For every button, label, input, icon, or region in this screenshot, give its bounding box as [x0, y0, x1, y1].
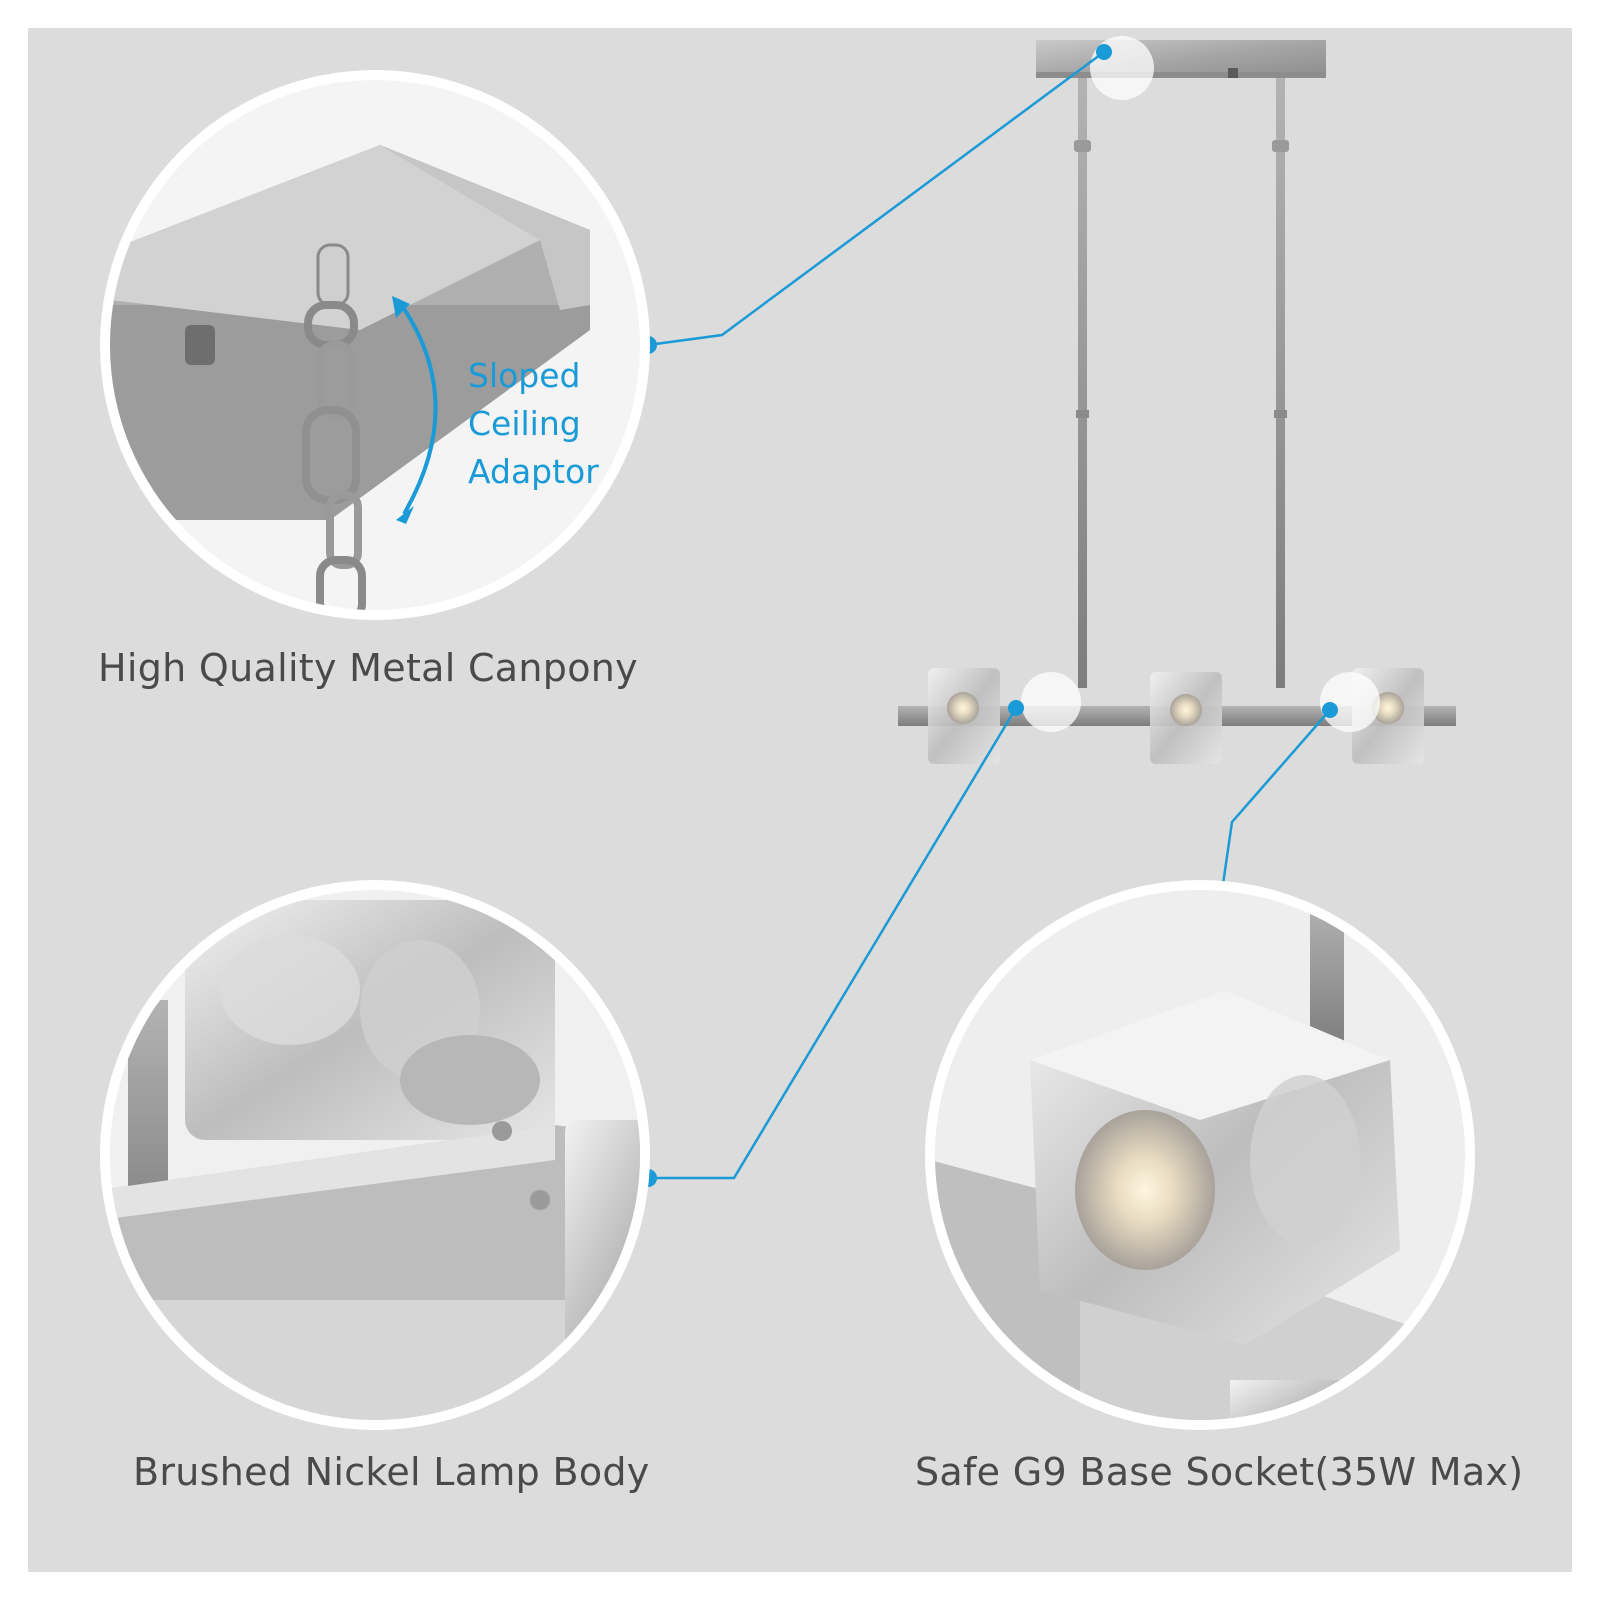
lamp-body-caption: Brushed Nickel Lamp Body — [133, 1450, 650, 1494]
crystal-shade-1 — [928, 668, 1000, 764]
socket-caption: Safe G9 Base Socket(35W Max) — [915, 1450, 1524, 1494]
adaptor-label-line-3: Adaptor — [468, 452, 599, 491]
callout-lines — [647, 50, 1331, 1180]
canopy-plate — [1036, 40, 1326, 78]
suspension-rod-right — [1276, 78, 1285, 688]
chandelier — [898, 36, 1456, 764]
sloped-ceiling-adaptor-label: Sloped Ceiling Adaptor — [468, 352, 599, 496]
adaptor-label-line-2: Ceiling — [468, 404, 581, 443]
socket-detail-circle — [925, 880, 1475, 1430]
canopy-caption: High Quality Metal Canpony — [98, 646, 638, 690]
sloped-arrow-icon — [396, 298, 438, 516]
lamp-body-detail-circle — [100, 880, 650, 1430]
adaptor-label-line-1: Sloped — [468, 356, 581, 395]
canopy-detail-circle — [100, 70, 650, 620]
crystal-shade-2 — [1150, 672, 1222, 764]
suspension-rod-left — [1078, 78, 1087, 688]
